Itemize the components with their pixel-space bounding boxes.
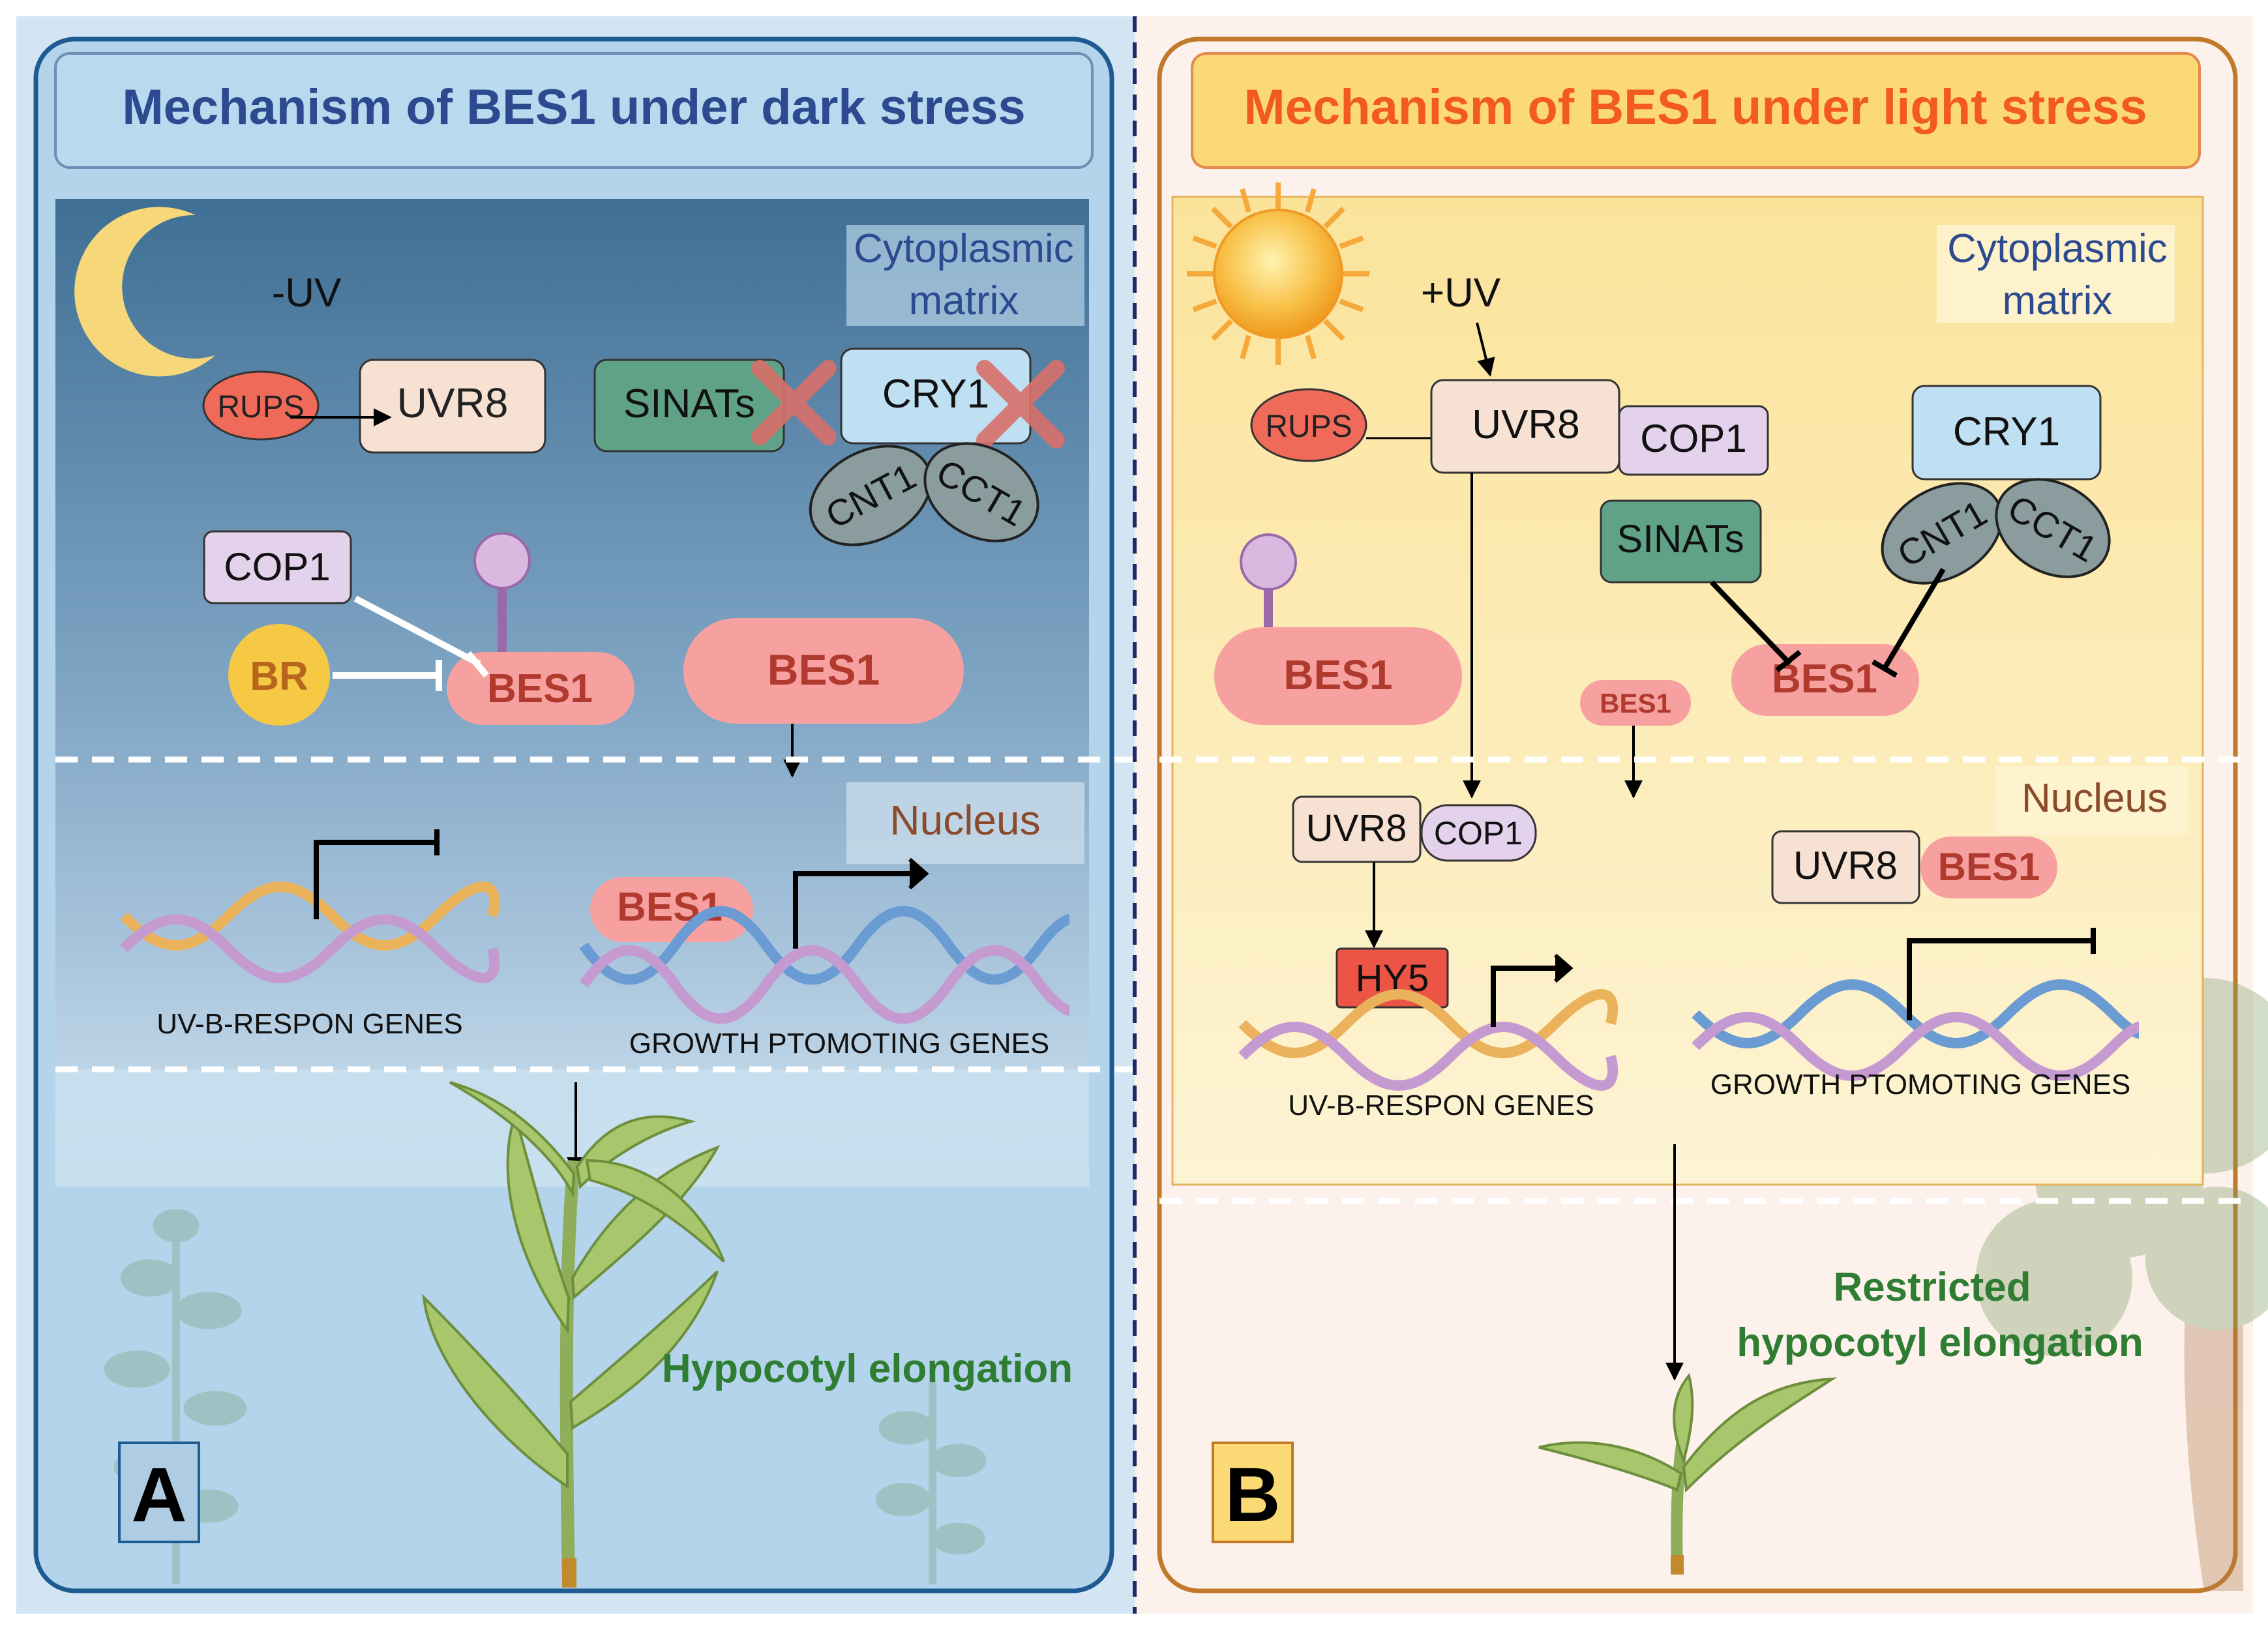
panel-b-bes1-left-label: BES1 xyxy=(1283,651,1392,698)
panel-a-bes1-large-label: BES1 xyxy=(768,645,880,694)
panel-b-dna-uvb-icon xyxy=(1238,989,1619,1091)
panel-b-letter-box xyxy=(1212,1442,1294,1543)
panel-a-uvr8-label: UVR8 xyxy=(397,379,509,426)
panel-b-bes1-right xyxy=(1731,644,1919,716)
panel-a-uvb-genes: UV-B-RESPON GENES xyxy=(157,1008,462,1040)
panel-b-title: Mechanism of BES1 under light stress xyxy=(1244,80,2147,135)
panel-a-uvr8 xyxy=(359,359,546,454)
panel-b-bes1-nuc xyxy=(1920,836,2057,898)
panel-a-title-box xyxy=(54,52,1094,169)
panel-b-growth-genes: GROWTH PTOMOTING GENES xyxy=(1710,1069,2131,1101)
panel-b-outcome-1: Restricted xyxy=(1833,1265,2031,1310)
panel-b-outcome-2: hypocotyl elongation xyxy=(1737,1320,2143,1365)
panel-b: Mechanism of BES1 under light stress xyxy=(1157,37,2268,1593)
panel-b-hy5 xyxy=(1335,947,1449,1009)
panel-b-sinats-label: SINATs xyxy=(1617,517,1744,561)
panel-b-bes1-center-label: BES1 xyxy=(1600,688,1671,718)
panel-b-title-box xyxy=(1191,52,2201,169)
panel-b-dna-growth-icon xyxy=(1692,979,2140,1081)
panel-a-bes1-nucleus-label: BES1 xyxy=(617,885,723,930)
panel-b-uvr8-nuc2 xyxy=(1771,830,1920,904)
panel-a-uv-label: -UV xyxy=(272,271,342,316)
panel-a-rups xyxy=(202,370,320,441)
panel-a-bes1-small xyxy=(447,652,634,725)
panel-a-nucleus-label: Nucleus xyxy=(889,797,1040,844)
panel-b-cct1: CCT1 xyxy=(1995,478,2111,578)
panel-b-cyto-label-1: Cytoplasmic xyxy=(1947,226,2168,271)
panel-b-uvr8-nuc xyxy=(1292,795,1422,863)
panel-b-uv-label: +UV xyxy=(1421,271,1501,316)
panel-a-growth-genes: GROWTH PTOMOTING GENES xyxy=(629,1028,1050,1059)
panel-a-cop1 xyxy=(203,530,352,604)
sun-icon xyxy=(1187,183,1369,365)
panel-b-bes1-nuc-label: BES1 xyxy=(1938,845,2040,889)
panel-a-cct1: CCT1 xyxy=(923,442,1039,542)
panel-a-title: Mechanism of BES1 under dark stress xyxy=(122,80,1025,135)
panel-b-cyto-label-2: matrix xyxy=(2003,278,2113,323)
panel-a-bes1-large xyxy=(683,618,964,724)
panel-b-small-plant-icon xyxy=(1538,1372,1838,1575)
panel-a-dna-uvb-icon xyxy=(120,881,500,983)
panel-a-rups-label: RUPS xyxy=(217,390,304,424)
panel-a-sinats-label: SINATs xyxy=(623,381,755,426)
panel-b-bes1-center xyxy=(1580,680,1691,726)
panel-b-phosphate-icon xyxy=(1240,533,1297,591)
panel-a-bes1-small-label: BES1 xyxy=(487,666,593,711)
panel-b-letter: B xyxy=(1225,1452,1280,1538)
panel-b-nucleus-label: Nucleus xyxy=(2022,776,2168,821)
panel-b-bes1-left xyxy=(1214,627,1462,725)
panel-a-cop1-label: COP1 xyxy=(224,545,330,589)
panel-a-cry1-label: CRY1 xyxy=(882,372,989,417)
panel-a-br xyxy=(228,624,330,726)
panel-b-uvr8-label: UVR8 xyxy=(1472,402,1579,447)
panel-b-cnt1: CNT1 xyxy=(1881,482,2003,585)
panel-b-rups xyxy=(1250,388,1367,462)
panel-a-phosphate-icon xyxy=(473,532,531,589)
panel-a-dna-growth-icon xyxy=(579,906,1071,1024)
panel-b-uvr8-nuc2-label: UVR8 xyxy=(1793,844,1898,887)
panel-b-cop1-nuc-label: COP1 xyxy=(1434,815,1523,851)
panel-b-cop1-label: COP1 xyxy=(1640,417,1746,460)
panel-a-letter-box xyxy=(118,1442,200,1543)
panel-b-rups-label: RUPS xyxy=(1265,409,1352,444)
panel-b-sinats xyxy=(1600,499,1762,584)
panel-b-uvb-genes: UV-B-RESPON GENES xyxy=(1288,1089,1594,1121)
panel-a-sinats-cross-icon xyxy=(751,360,837,445)
panel-a-bes1-nucleus xyxy=(590,877,753,942)
panel-b-uvr8-nuc-label: UVR8 xyxy=(1306,807,1407,850)
moon-icon xyxy=(74,207,215,377)
panel-a-bg-plant-right-icon xyxy=(875,1382,987,1584)
panel-a-outcome: Hypocotyl elongation xyxy=(662,1346,1073,1391)
panel-a-cyto-label-1: Cytoplasmic xyxy=(854,226,1074,271)
panel-a-cry1-cross-icon xyxy=(976,360,1065,449)
panel-a: Mechanism of BES1 under dark stress Cyto… xyxy=(33,37,1135,1593)
panel-b-cop1 xyxy=(1618,405,1769,476)
panel-b-cop1-nuc xyxy=(1420,804,1537,862)
panel-a-tall-plant-icon xyxy=(422,1081,725,1588)
panel-b-cry1-label: CRY1 xyxy=(1953,409,2060,454)
panel-a-cyto-label-2: matrix xyxy=(909,278,1019,323)
panel-b-cry1 xyxy=(1911,385,2102,481)
panel-a-br-label: BR xyxy=(250,654,308,699)
panel-a-letter: A xyxy=(131,1452,187,1538)
